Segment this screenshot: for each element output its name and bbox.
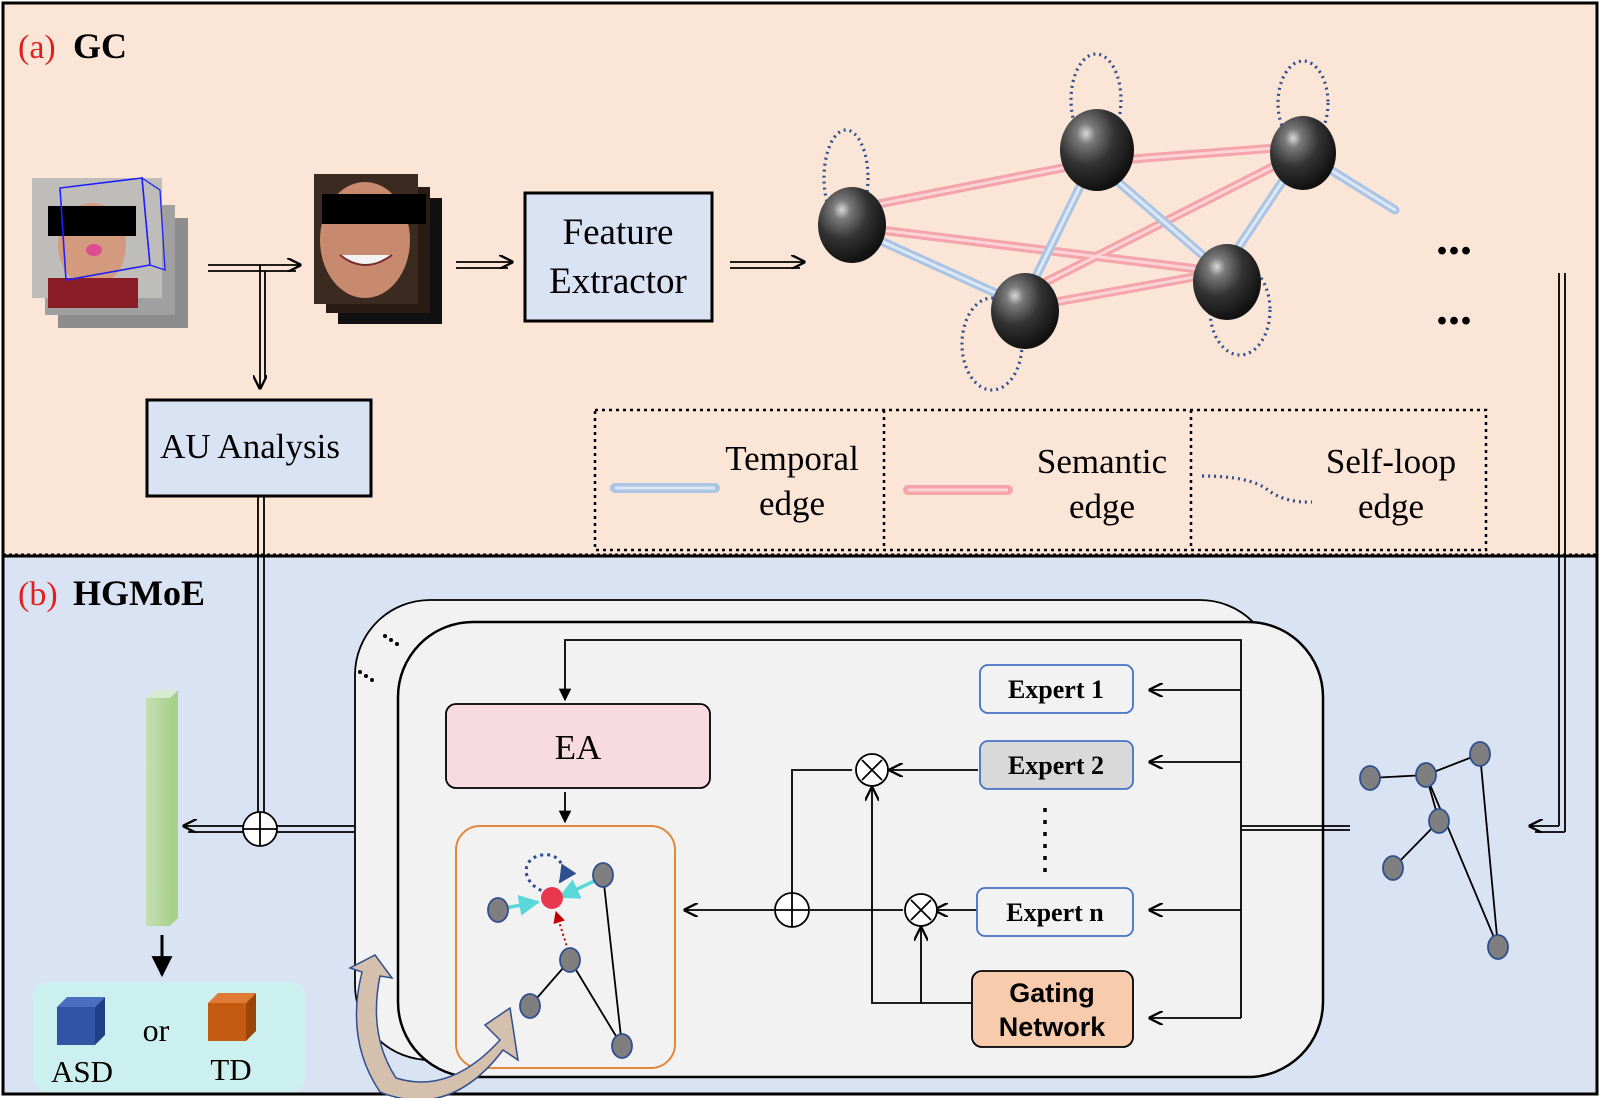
expert-1-box bbox=[979, 664, 1134, 714]
asd-cube-icon bbox=[57, 997, 105, 1045]
panel-a-title: GC bbox=[73, 26, 127, 66]
multiply-op-1 bbox=[855, 753, 889, 787]
panel-b-title: HGMoE bbox=[73, 573, 205, 613]
multiply-op-2 bbox=[904, 893, 938, 927]
output-or-label: or bbox=[143, 1012, 170, 1048]
output-asd-label: ASD bbox=[51, 1054, 113, 1089]
message-passing-graph bbox=[487, 853, 633, 1059]
td-cube-icon bbox=[208, 993, 256, 1041]
expert-2-box bbox=[979, 740, 1134, 790]
ea-label: EA bbox=[555, 728, 602, 767]
ea-box bbox=[445, 703, 711, 789]
feature-extractor-label-line1: Feature bbox=[563, 212, 674, 253]
expert-2-label: Expert 2 bbox=[1008, 751, 1104, 780]
edge-legend bbox=[593, 408, 1488, 552]
message-passing-box bbox=[455, 825, 676, 1069]
expert-n-box bbox=[976, 887, 1134, 937]
gating-network-label-line1: Gating bbox=[1009, 978, 1095, 1008]
legend-selfloop-swatch bbox=[1201, 474, 1313, 504]
sum-op-fusion bbox=[242, 811, 278, 847]
recurrence-arrow bbox=[348, 954, 520, 1098]
graph-nodes bbox=[818, 109, 1336, 349]
legend-selfloop-line1: Self-loop bbox=[1326, 442, 1456, 481]
input-graph bbox=[1359, 741, 1509, 960]
legend-temporal-line1: Temporal bbox=[725, 439, 859, 478]
moe-wiring bbox=[558, 639, 1350, 1018]
legend-selfloop-line2: edge bbox=[1358, 487, 1424, 526]
layer-stack-dots bbox=[358, 634, 399, 682]
cropped-face-frames bbox=[314, 174, 442, 324]
feature-extractor-label-line2: Extractor bbox=[549, 261, 687, 302]
feature-extractor-box bbox=[523, 191, 714, 323]
expert-n-label: Expert n bbox=[1006, 898, 1104, 927]
ellipsis-lower: ... bbox=[1436, 282, 1472, 335]
gating-network-box bbox=[971, 970, 1134, 1048]
legend-semantic-line1: Semantic bbox=[1037, 442, 1167, 481]
panel-b-letter: (b) bbox=[18, 576, 58, 613]
output-td-label: TD bbox=[210, 1052, 251, 1087]
legend-semantic-line2: edge bbox=[1069, 487, 1135, 526]
spatio-temporal-graph bbox=[818, 52, 1400, 392]
flow-arrows-panel-a bbox=[208, 262, 804, 388]
au-analysis-label: AU Analysis bbox=[160, 427, 340, 466]
expert-1-label: Expert 1 bbox=[1008, 675, 1104, 704]
panel-a-letter: (a) bbox=[18, 29, 56, 66]
cross-panel-connectors bbox=[257, 273, 1566, 832]
sum-op-inner bbox=[774, 892, 810, 928]
au-analysis-box bbox=[145, 398, 373, 498]
ellipsis-upper: ... bbox=[1436, 212, 1472, 265]
input-video-frames bbox=[32, 176, 188, 328]
fused-feature-vector bbox=[146, 690, 178, 926]
gating-network-label-line2: Network bbox=[999, 1012, 1107, 1042]
output-wiring bbox=[151, 826, 354, 978]
legend-temporal-line2: edge bbox=[759, 484, 825, 523]
